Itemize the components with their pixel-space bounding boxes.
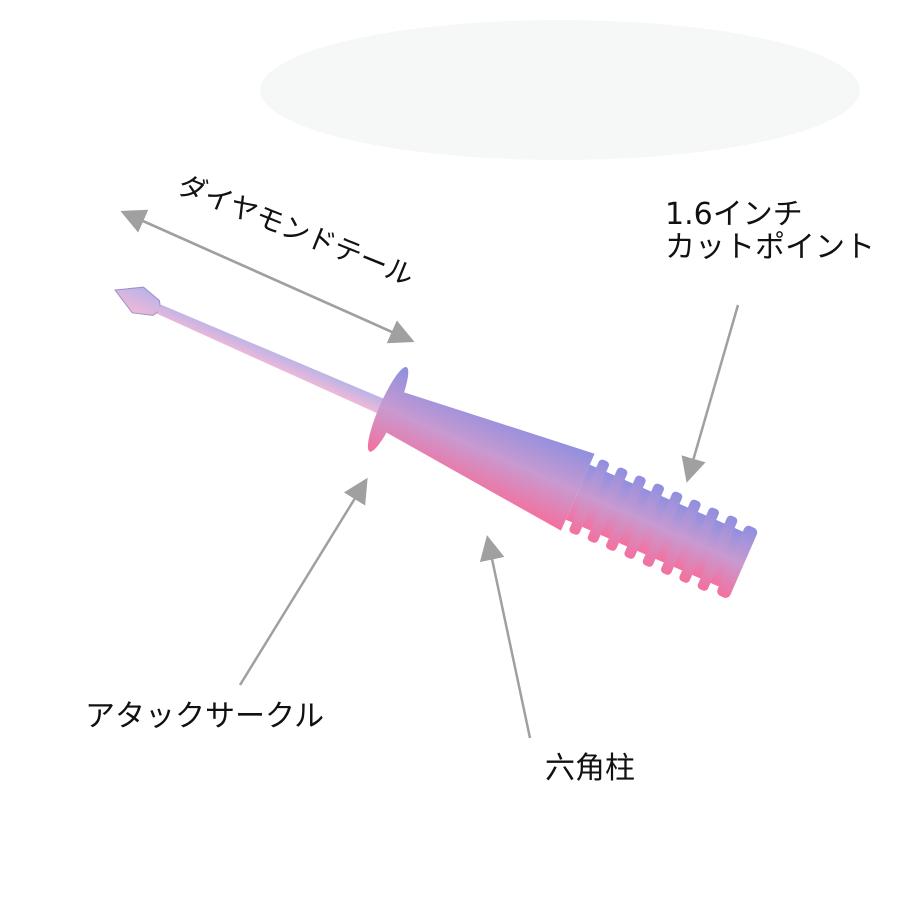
hex-column-body: [386, 392, 595, 531]
tail-arrow-right: [124, 211, 415, 344]
ribbed-segment: [565, 459, 758, 598]
shadow: [260, 20, 860, 160]
attack-circle: [367, 366, 409, 452]
attack-circle-arrow: [238, 477, 368, 686]
length-label: 1.6インチ: [665, 197, 803, 232]
cut-point-arrow: [681, 304, 740, 483]
tail-stem: [156, 304, 386, 415]
cut-point-label: 1.6インチ カットポイント: [665, 198, 875, 264]
attack-circle-label: アタックサークル: [85, 699, 325, 734]
cut-point-text: カットポイント: [665, 230, 875, 265]
diamond-tail-tip: [114, 286, 162, 316]
lure: [114, 286, 758, 598]
hex-column-label: 六角柱: [545, 751, 635, 786]
annotation-arrows: [120, 209, 740, 739]
hex-column-arrow: [479, 535, 532, 739]
